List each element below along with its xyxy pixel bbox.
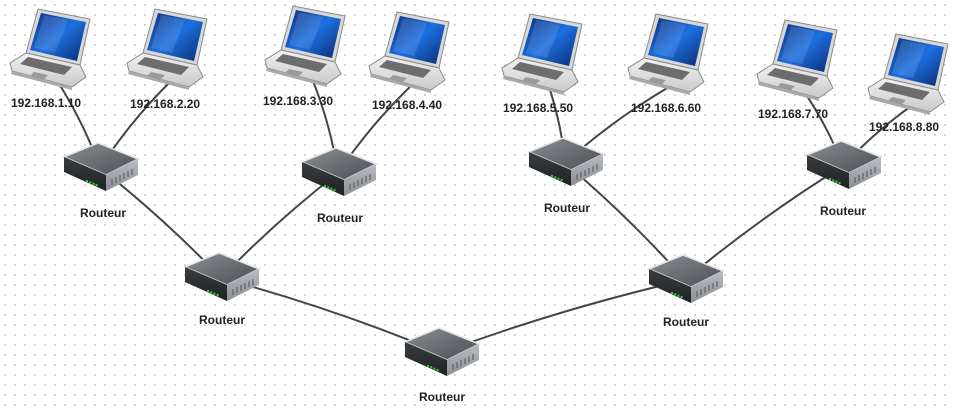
router-b-icon[interactable] bbox=[300, 147, 378, 196]
laptop-1-icon[interactable] bbox=[9, 8, 91, 90]
router-g-icon[interactable] bbox=[403, 327, 481, 376]
laptop-6-icon[interactable] bbox=[627, 13, 709, 95]
router-label-f: Routeur bbox=[663, 315, 709, 329]
router-f-icon[interactable] bbox=[647, 254, 725, 303]
laptop-label-3: 192.168.3.30 bbox=[263, 94, 334, 108]
laptop-2-icon[interactable] bbox=[126, 8, 208, 90]
laptop-8-icon[interactable] bbox=[867, 33, 949, 115]
router-d-icon[interactable] bbox=[805, 140, 883, 189]
router-c-icon[interactable] bbox=[527, 137, 605, 186]
laptop-label-6: 192.168.6.60 bbox=[631, 101, 702, 115]
laptop-3-icon[interactable] bbox=[264, 5, 346, 87]
laptop-label-5: 192.168.5.50 bbox=[503, 101, 574, 115]
laptop-4-icon[interactable] bbox=[368, 11, 450, 93]
laptop-label-2: 192.168.2.20 bbox=[130, 97, 201, 111]
router-a-icon[interactable] bbox=[62, 142, 140, 191]
router-label-a: Routeur bbox=[80, 206, 126, 220]
router-label-b: Routeur bbox=[317, 211, 363, 225]
router-label-c: Routeur bbox=[544, 201, 590, 215]
link-router-f-router-g bbox=[440, 279, 686, 354]
laptop-5-icon[interactable] bbox=[501, 13, 583, 95]
laptop-label-4: 192.168.4.40 bbox=[372, 98, 443, 112]
router-label-d: Routeur bbox=[820, 204, 866, 218]
nodes-layer bbox=[9, 5, 949, 376]
router-label-e: Routeur bbox=[199, 313, 245, 327]
laptop-label-1: 192.168.1.10 bbox=[11, 96, 82, 110]
link-router-d-router-f bbox=[684, 165, 844, 281]
laptop-label-8: 192.168.8.80 bbox=[869, 120, 940, 134]
laptop-7-icon[interactable] bbox=[756, 19, 838, 101]
laptop-label-7: 192.168.7.70 bbox=[758, 107, 829, 121]
router-e-icon[interactable] bbox=[183, 252, 261, 301]
router-label-g: Routeur bbox=[419, 390, 465, 404]
